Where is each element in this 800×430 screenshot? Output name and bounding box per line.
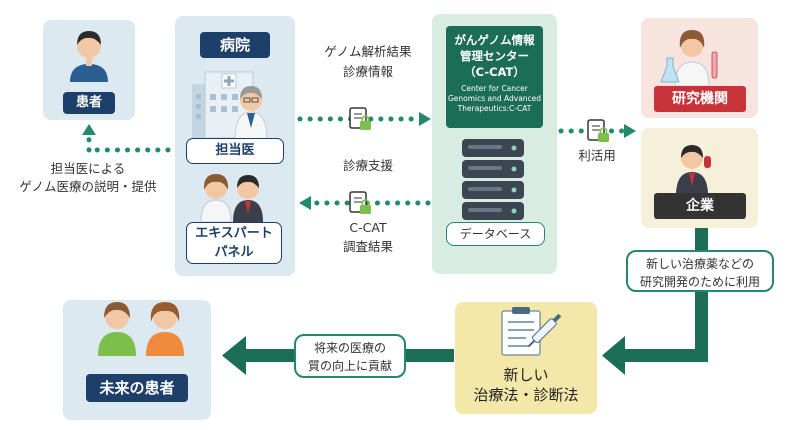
company-person-icon — [676, 145, 711, 196]
drug-development-bubble: 新しい治療薬などの 研究開発のために利用 — [626, 250, 774, 292]
patient-person-icon — [70, 31, 108, 82]
future-contribution-bubble: 将来の医療の 質の向上に貢献 — [294, 334, 406, 378]
researcher-icon — [660, 30, 718, 87]
new-treatment-text: 新しい 治療法・診断法 — [473, 366, 579, 404]
ccat-result-text: C-CAT 調査結果 — [342, 220, 393, 254]
doctor-icon — [234, 86, 268, 141]
ccat-title-en: Center for Cancer Genomics and Advanced … — [447, 84, 542, 113]
treatment-document-icon — [501, 307, 562, 356]
database-label: データベース — [446, 222, 545, 246]
expert-panel-people-icon — [200, 174, 263, 223]
secure-document-icon — [349, 191, 371, 214]
hospital-building-icon — [192, 71, 254, 139]
explanation-text: 担当医による ゲノム医療の説明・提供 — [19, 161, 157, 194]
ccat-title-jp: がんゲノム情報 管理センター （C-CAT） — [454, 33, 535, 79]
clinical-support-text: 診療支援 — [342, 158, 393, 173]
genome-result-text: ゲノム解析結果 診療情報 — [324, 44, 412, 79]
patient-label: 患者 — [63, 92, 115, 114]
secure-document-icon — [349, 107, 371, 130]
hospital-title: 病院 — [200, 32, 270, 58]
future-patients-icon — [98, 302, 184, 356]
expert-panel-label: エキスパート パネル — [186, 222, 282, 264]
utilization-text: 利活用 — [578, 148, 616, 163]
future-patients-label: 未来の患者 — [86, 374, 188, 402]
research-institution-label: 研究機関 — [654, 86, 746, 112]
database-server-icon — [462, 139, 524, 220]
company-label: 企業 — [654, 193, 746, 219]
ccat-title-box: がんゲノム情報 管理センター （C-CAT） Center for Cancer… — [446, 26, 543, 128]
attending-doctor-label: 担当医 — [186, 138, 284, 164]
secure-document-icon — [587, 119, 609, 142]
